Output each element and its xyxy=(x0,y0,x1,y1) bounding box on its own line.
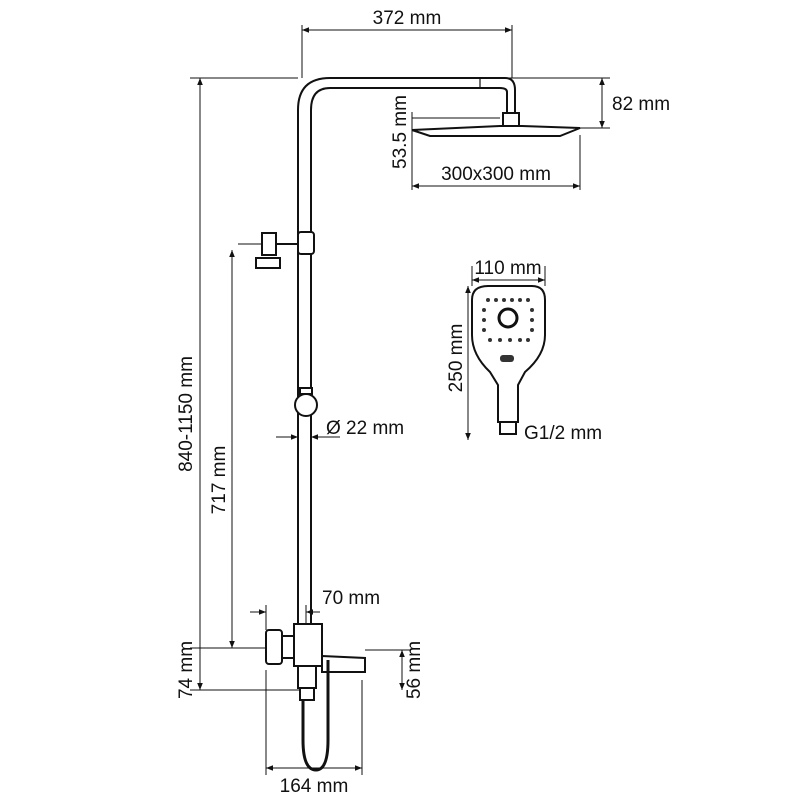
mixer xyxy=(265,623,366,701)
dimension-lines xyxy=(190,25,610,775)
total-height-label: 840-1150 mm xyxy=(176,356,197,472)
head-drop-label: 53.5 mm xyxy=(390,95,411,169)
wall-bracket xyxy=(238,231,315,269)
rain-shower-head xyxy=(411,112,581,137)
connection-label: G1/2 mm xyxy=(524,423,602,444)
head-size-label: 300x300 mm xyxy=(441,164,551,185)
arm-length-label: 372 mm xyxy=(373,8,442,29)
pipe-diameter-label: Ø 22 mm xyxy=(326,418,404,439)
slider-knob xyxy=(294,387,318,417)
spout-height-label: 56 mm xyxy=(404,641,425,699)
mixer-width-label: 164 mm xyxy=(280,776,349,797)
hand-width-label: 110 mm xyxy=(474,258,541,279)
head-height-label: 82 mm xyxy=(612,94,670,115)
bracket-height-label: 717 mm xyxy=(209,446,230,515)
hand-length-label: 250 mm xyxy=(446,324,467,393)
mixer-offset-label: 70 mm xyxy=(322,588,380,609)
mixer-height-label: 74 mm xyxy=(176,641,197,699)
hand-shower xyxy=(471,285,546,435)
